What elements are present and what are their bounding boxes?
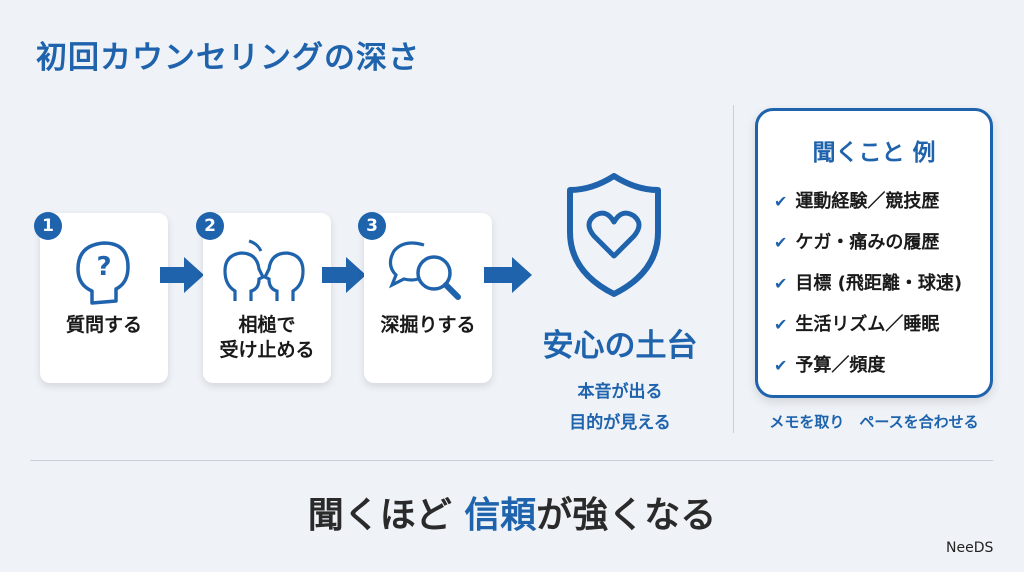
shield-heart-icon (567, 173, 661, 297)
svg-text:?: ? (96, 252, 111, 282)
page-title: 初回カウンセリングの深さ (36, 40, 420, 76)
example-text: 予算／頻度 (795, 355, 886, 376)
tagline-highlight: 信頼 (464, 495, 537, 536)
check-icon: ✔ (774, 192, 788, 211)
step-badge-2: 2 (196, 212, 224, 240)
tagline-part1: 聞くほど (307, 495, 465, 536)
horizontal-divider (30, 460, 993, 461)
two-heads-icon (223, 239, 305, 301)
tagline: 聞くほど 信頼が強くなる (0, 486, 1024, 538)
head-question-icon: ? (76, 241, 130, 305)
vertical-divider (733, 105, 734, 433)
brand-logo: NeeDS (946, 540, 994, 556)
step-label: 相槌で受け止める (203, 313, 331, 363)
example-item: ✔ 目標 (飛距離・球速) (774, 269, 962, 295)
example-text: ケガ・痛みの履歴 (795, 232, 940, 253)
step-label-line2: 受け止める (219, 339, 315, 361)
arrow-right-icon (322, 257, 366, 293)
tagline-part2: が強くなる (536, 495, 717, 536)
examples-title: 聞くこと 例 (812, 140, 936, 166)
arrow-right-icon (484, 257, 532, 293)
examples-caption: メモを取り ペースを合わせる (769, 413, 979, 431)
step-badge-1: 1 (34, 212, 62, 240)
check-icon: ✔ (774, 315, 788, 334)
step-label: 質問する (65, 314, 142, 336)
example-text: 生活リズム／睡眠 (795, 314, 940, 335)
examples-box: 聞くこと 例 ✔運動経験／競技歴 ✔ケガ・痛みの履歴 ✔目標 (飛距離・球速) … (755, 108, 993, 398)
result-title: 安心の土台 (542, 328, 698, 364)
result-line-1: 本音が出る (577, 382, 663, 402)
result-line-2: 目的が見える (569, 413, 671, 433)
example-text: 運動経験／競技歴 (795, 191, 940, 212)
speech-magnifier-icon (388, 241, 461, 300)
example-item: ✔ 予算／頻度 (774, 351, 885, 377)
step-label-line1: 相槌で (238, 314, 296, 336)
check-icon: ✔ (774, 356, 788, 375)
check-icon: ✔ (774, 274, 788, 293)
step-card-1: ? 質問する (40, 213, 168, 383)
example-item: ✔ ケガ・痛みの履歴 (774, 228, 939, 254)
step-badge-3: 3 (358, 212, 386, 240)
step-card-3: 深掘りする (364, 213, 492, 383)
step-card-2: 相槌で受け止める (203, 213, 331, 383)
arrow-right-icon (160, 257, 204, 293)
example-item: ✔ 運動経験／競技歴 (774, 187, 939, 213)
example-text: 目標 (飛距離・球速) (795, 273, 963, 294)
check-icon: ✔ (774, 233, 788, 252)
step-label: 深掘りする (380, 314, 476, 336)
example-item: ✔ 生活リズム／睡眠 (774, 310, 939, 336)
